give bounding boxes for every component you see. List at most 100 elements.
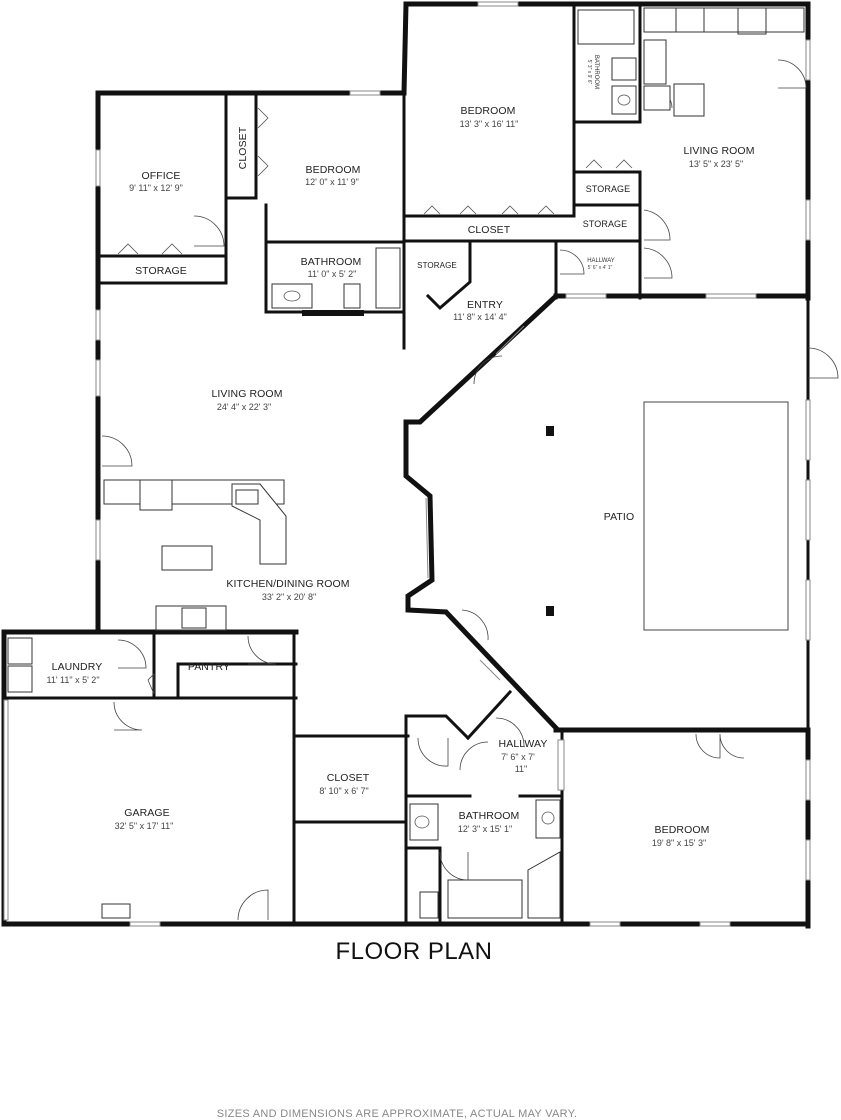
door-swing <box>237 889 269 921</box>
stove-icon <box>675 7 705 33</box>
bathtub-icon <box>577 9 635 45</box>
plan-disclaimer: SIZES AND DIMENSIONS ARE APPROXIMATE, AC… <box>217 1108 578 1120</box>
window <box>495 325 525 355</box>
door-swing <box>439 851 469 881</box>
window <box>479 659 501 681</box>
room-name-storage-right-2: STORAGE <box>583 219 628 229</box>
wall-segment <box>403 292 560 732</box>
fridge-icon <box>737 7 767 35</box>
room-name-bathroom-mid: BATHROOM <box>301 256 362 268</box>
patio-area <box>643 401 789 631</box>
room-name-hallway: HALLWAY <box>499 738 548 750</box>
walls <box>1 1 811 929</box>
door-swing <box>117 639 147 669</box>
window <box>805 479 811 541</box>
room-name-kitchen-dining: KITCHEN/DINING ROOM <box>226 578 349 590</box>
room-dim-living-room: 24' 4" x 22' 3" <box>217 402 271 412</box>
toilet-icon <box>611 57 637 81</box>
sink-icon <box>409 803 439 841</box>
door-swing <box>247 635 277 665</box>
room-name-patio: PATIO <box>604 511 634 523</box>
door-swing <box>473 355 503 385</box>
dryer-icon <box>7 665 33 693</box>
windows <box>3 1 811 927</box>
door-swing <box>777 59 807 89</box>
door-swing <box>643 247 673 279</box>
bathtub-icon <box>375 247 401 309</box>
window <box>805 579 811 641</box>
room-dim-bedroom-upper: 12' 0" x 11' 9" <box>305 177 359 187</box>
wall-segment <box>465 689 513 741</box>
window <box>805 199 811 241</box>
room-name-storage-entry: STORAGE <box>417 261 457 270</box>
room-dim-laundry: 11' 11" x 5' 2" <box>46 675 99 685</box>
room-labels: OFFICE 9' 11" x 12' 9" CLOSET BEDROOM 12… <box>46 55 754 848</box>
room-name-storage-office: STORAGE <box>135 265 187 277</box>
room-dim-kitchen-dining: 33' 2" x 20' 8" <box>262 592 316 602</box>
door-swing <box>559 249 585 275</box>
sink-basin-icon <box>414 815 430 829</box>
room-dim-garage: 32' 5" x 17' 11" <box>115 821 174 831</box>
room-dim-living-room-top-right: 13' 5" x 23' 5" <box>689 159 743 169</box>
island-icon <box>161 545 213 571</box>
room-name-bedroom-top: BEDROOM <box>461 105 516 117</box>
closet-bifold-icon <box>257 107 269 177</box>
room-dim-bedroom-top: 13' 3" x 16' 11" <box>460 119 519 129</box>
door-swing <box>695 733 745 759</box>
post-icon <box>546 426 554 436</box>
closet-bifold-icon <box>117 243 183 255</box>
window <box>565 293 607 299</box>
sink-icon <box>235 489 259 505</box>
closet-bifold-icon <box>423 205 555 215</box>
door-swing <box>459 741 489 771</box>
room-name-bathroom-small-right: BATHROOM <box>593 55 599 89</box>
room-dim-hallway: 7' 6" x 7' <box>501 752 535 762</box>
plan-title: FLOOR PLAN <box>335 938 492 965</box>
island-icon <box>673 83 705 117</box>
door-swing <box>113 701 143 731</box>
toilet-icon <box>343 283 361 309</box>
window <box>805 399 811 461</box>
room-dim-bathroom-mid: 11' 0" x 5' 2" <box>308 269 357 279</box>
window <box>129 921 161 927</box>
closet-rod-markers <box>117 107 633 255</box>
room-name-bedroom-upper: BEDROOM <box>306 164 361 176</box>
sink-icon <box>611 85 637 115</box>
room-name-hallway-small: HALLWAY <box>587 258 615 264</box>
door-swing <box>495 717 525 747</box>
window <box>699 921 731 927</box>
door-swing <box>807 347 839 379</box>
window <box>589 921 621 927</box>
room-name-closet-upper: CLOSET <box>237 126 249 169</box>
room-name-bathroom-lower: BATHROOM <box>459 810 520 822</box>
room-dim-office: 9' 11" x 12' 9" <box>129 183 183 193</box>
door-swing <box>147 673 155 695</box>
window <box>425 497 429 579</box>
room-name-garage: GARAGE <box>124 807 170 819</box>
room-name-laundry: LAUNDRY <box>52 661 103 673</box>
window <box>95 519 101 561</box>
fixtures <box>7 7 805 919</box>
window <box>557 739 565 791</box>
stove-icon <box>181 607 207 629</box>
window <box>349 90 381 96</box>
closet-bifold-icon <box>585 159 633 169</box>
room-name-entry: ENTRY <box>467 299 503 311</box>
sink-icon <box>535 799 561 839</box>
window <box>805 839 811 881</box>
appliance-icon <box>643 85 671 111</box>
door-swing <box>193 215 225 247</box>
room-name-closet-lower: CLOSET <box>327 772 370 784</box>
sink-basin-icon <box>541 811 555 825</box>
room-dim-entry: 11' 8" x 14' 4" <box>453 312 507 322</box>
toilet-icon <box>419 891 439 919</box>
garage-door <box>3 699 9 921</box>
room-dim-hallway-cont: 11" <box>515 764 528 774</box>
room-dim-closet-lower: 8' 10" x 6' 7" <box>319 786 368 796</box>
room-dim-bathroom-lower: 12' 3" x 15' 1" <box>458 824 512 834</box>
window <box>95 309 101 341</box>
window <box>805 39 811 81</box>
shower-icon <box>527 851 561 919</box>
bathtub-icon <box>447 879 523 919</box>
room-name-bedroom-lower: BEDROOM <box>655 824 710 836</box>
